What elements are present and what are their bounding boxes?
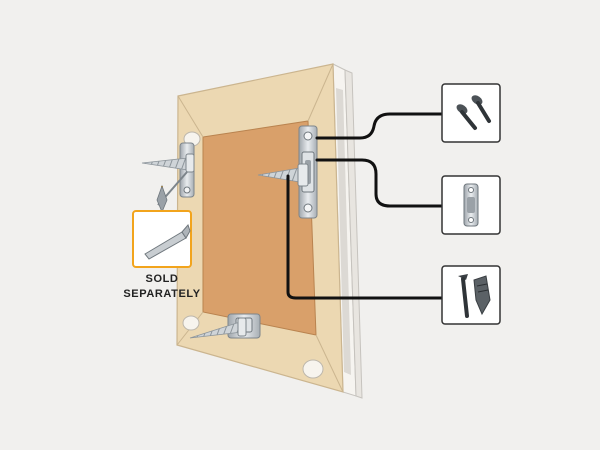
callout-box-anchor [441, 265, 501, 325]
callout-box-hanger [441, 175, 501, 235]
leader-line-hanger [315, 158, 444, 208]
screws-icon [456, 95, 491, 130]
sold-separately-box [132, 210, 192, 268]
anchor-screw-icon [458, 274, 491, 318]
frame [176, 63, 344, 393]
left-hanger [141, 142, 195, 206]
sold-separately-label: SOLD SEPARATELY [112, 272, 212, 302]
sold-label-line2: SEPARATELY [123, 288, 201, 300]
callout-box-screws [441, 83, 501, 143]
bumper-bottom-right [302, 359, 324, 379]
hanging-tool-icon [144, 224, 191, 260]
leader-lines [286, 112, 444, 300]
sawtooth-hanger-icon [463, 183, 479, 227]
leader-line-anchor [286, 174, 444, 300]
bottom-hanger [189, 313, 261, 339]
bumper-bottom-left [182, 315, 200, 331]
sold-label-line1: SOLD [145, 273, 179, 285]
leader-line-screws [315, 112, 444, 140]
